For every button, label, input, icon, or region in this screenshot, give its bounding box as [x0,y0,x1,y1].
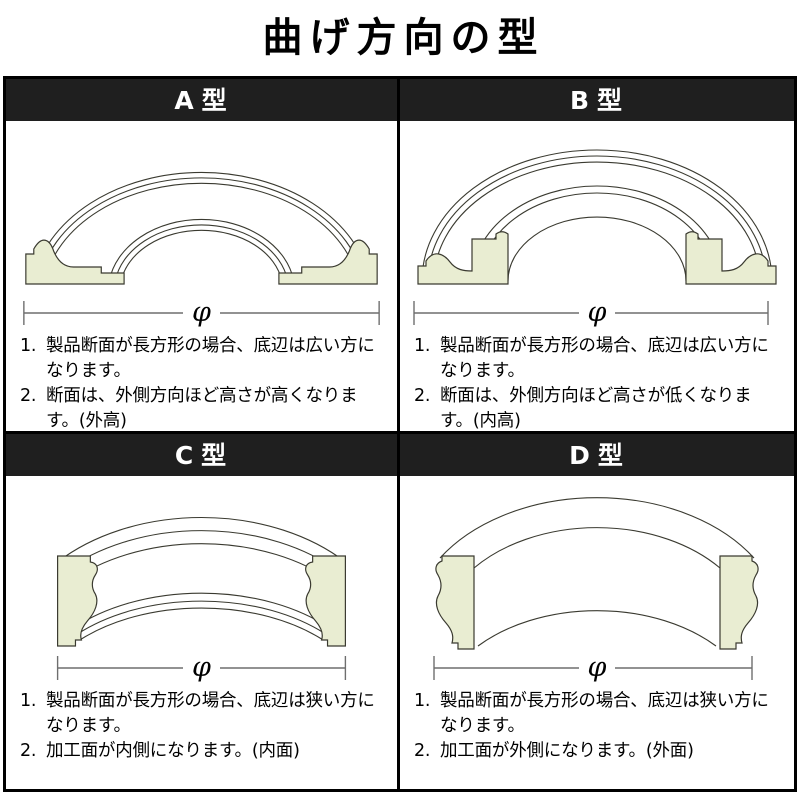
panel-c-notes: 1. 製品断面が長方形の場合、底辺は狭い方になります。 2. 加工面が内側になり… [6,685,397,789]
note-number: 2. [20,740,37,761]
panel-c: C 型 [6,434,400,789]
note-item: 1. 製品断面が長方形の場合、底辺は狭い方になります。 [20,689,383,739]
panel-b-header-letter: B [569,85,592,115]
panel-a-notes: 1. 製品断面が長方形の場合、底辺は広い方になります。 2. 断面は、外側方向ほ… [6,330,397,431]
panel-b-figure [400,121,794,296]
panel-a-dimension: φ [6,296,397,330]
panel-b-dimension: φ [400,296,794,330]
panel-c-dimension: φ [6,651,397,685]
panel-b-header: B 型 [400,79,794,121]
page-title: 曲げ方向の型 [262,15,545,61]
panel-d-header-suffix: 型 [597,440,625,470]
dimension-line-a [23,301,380,325]
panel-d: D 型 [400,434,794,789]
panel-c-header: C 型 [6,434,397,476]
moulding-block-right-c [305,555,346,647]
panel-d-header-letter: D [569,440,592,470]
note-number: 1. [414,691,431,711]
panel-grid: A 型 [3,76,797,792]
note-item: 2. 断面は、外側方向ほど高さが高くなります。(外高) [20,384,383,431]
moulding-block-right-d [719,555,759,650]
panel-a: A 型 [6,79,400,434]
panel-b: B 型 [400,79,794,434]
note-number: 1. [20,336,37,356]
panel-d-dimension: φ [400,651,794,685]
panel-c-header-letter: C [174,440,196,470]
moulding-block-left-d [435,555,475,650]
note-item: 2. 断面は、外側方向ほど高さが低くなります。(内高) [414,384,780,431]
note-text: 加工面が内側になります。(内面) [46,740,300,761]
note-text: 断面は、外側方向ほど高さが低くなります。(内高) [440,385,752,431]
panel-a-header: A 型 [6,79,397,121]
dimension-line-d [433,656,753,680]
note-text: 製品断面が長方形の場合、底辺は広い方になります。 [440,336,769,381]
arch-drawing-c [57,516,346,647]
note-item: 2. 加工面が外側になります。(外面) [414,739,780,764]
panel-a-figure [6,121,397,296]
moulding-block-left-b [417,231,509,285]
note-text: 断面は、外側方向ほど高さが高くなります。(外高) [46,385,358,431]
note-item: 1. 製品断面が長方形の場合、底辺は広い方になります。 [20,334,383,384]
note-number: 2. [20,385,37,406]
note-number: 2. [414,385,431,406]
panel-c-figure [6,476,397,651]
panel-a-header-suffix: 型 [201,85,229,115]
note-text: 製品断面が長方形の場合、底辺は狭い方になります。 [440,691,769,736]
note-item: 1. 製品断面が長方形の場合、底辺は広い方になります。 [414,334,780,384]
panel-b-header-suffix: 型 [597,85,625,115]
note-text: 製品断面が長方形の場合、底辺は広い方になります。 [46,336,375,381]
panel-a-header-letter: A [174,85,196,115]
arch-drawing-d [435,497,759,650]
moulding-block-right-a [278,239,378,285]
note-number: 2. [414,740,431,761]
note-number: 1. [414,336,431,356]
moulding-block-left-a [25,239,125,285]
moulding-block-right-b [685,231,777,285]
moulding-block-left-c [57,555,98,647]
note-text: 加工面が外側になります。(外面) [440,740,694,761]
dimension-line-b [413,301,769,325]
note-text: 製品断面が長方形の場合、底辺は狭い方になります。 [46,691,375,736]
dimension-line-c [56,656,347,680]
arch-drawing-b [417,149,777,285]
panel-c-header-suffix: 型 [201,440,229,470]
panel-d-header: D 型 [400,434,794,476]
note-item: 1. 製品断面が長方形の場合、底辺は狭い方になります。 [414,689,780,739]
arch-drawing-a [25,171,378,285]
note-number: 1. [20,691,37,711]
panel-d-notes: 1. 製品断面が長方形の場合、底辺は狭い方になります。 2. 加工面が外側になり… [400,685,794,789]
panel-b-notes: 1. 製品断面が長方形の場合、底辺は広い方になります。 2. 断面は、外側方向ほ… [400,330,794,431]
note-item: 2. 加工面が内側になります。(内面) [20,739,383,764]
panel-d-figure [400,476,794,651]
